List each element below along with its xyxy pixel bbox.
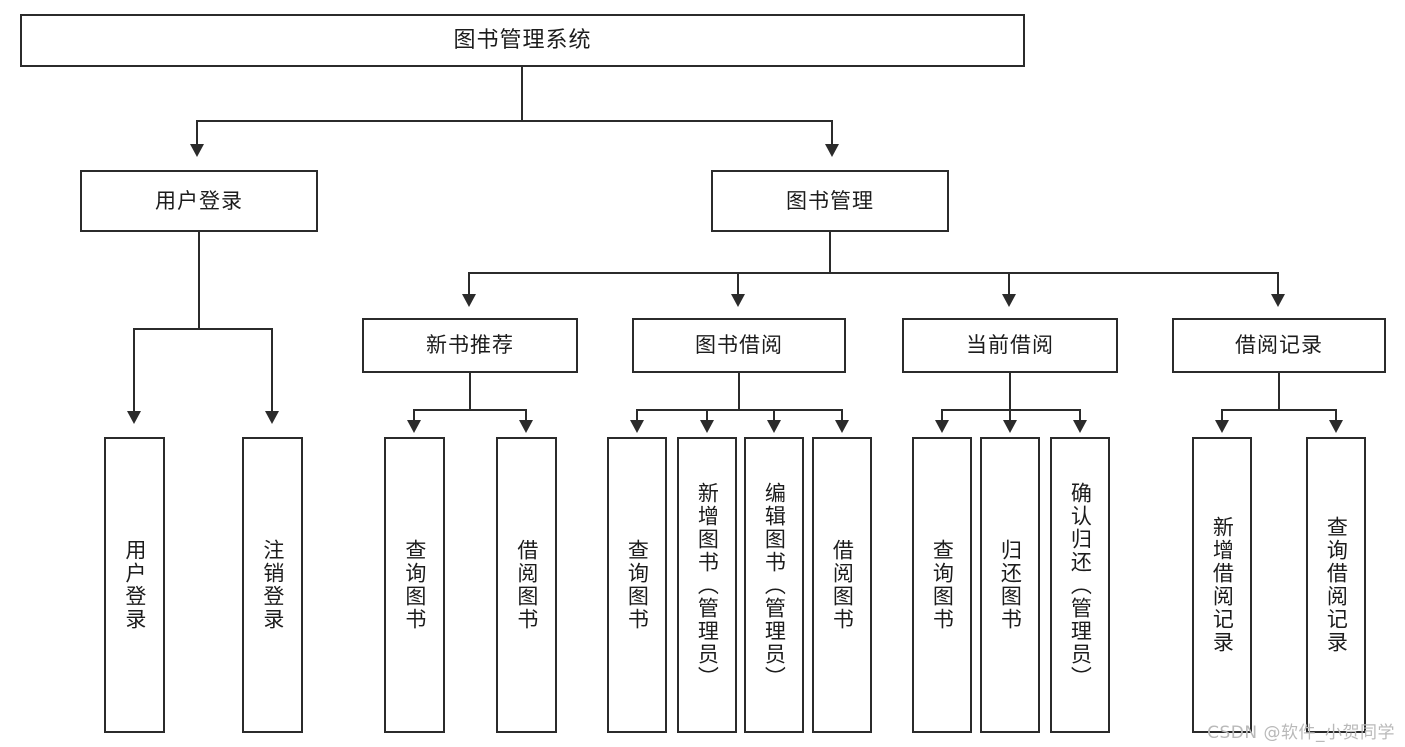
node-label: 归还图书 (998, 539, 1023, 631)
node-label: 借阅记录 (1235, 333, 1323, 358)
connector-borrow-record-drop-2 (1335, 409, 1337, 420)
arrowhead-down-icon (1329, 420, 1343, 433)
node-label: 用户登录 (155, 188, 243, 213)
leaf-new-book-query[interactable]: 查询图书 (384, 437, 445, 733)
leaf-current-borrow-query[interactable]: 查询图书 (912, 437, 972, 733)
arrowhead-down-icon (462, 294, 476, 307)
arrowhead-down-icon (700, 420, 714, 433)
node-label: 查询图书 (402, 539, 427, 631)
node-new-book-recommend[interactable]: 新书推荐 (362, 318, 578, 373)
connector-book-borrow-drop-1 (636, 409, 638, 420)
connector-new-book-drop-1 (413, 409, 415, 420)
node-book-borrow[interactable]: 图书借阅 (632, 318, 846, 373)
arrowhead-down-icon (1002, 294, 1016, 307)
connector-user-login-stem (198, 232, 200, 328)
connector-current-borrow-bus (941, 409, 1081, 411)
arrowhead-down-icon (265, 411, 279, 424)
connector-root-drop-2 (831, 120, 833, 144)
connector-new-book-bus (413, 409, 527, 411)
connector-root-bus (196, 120, 833, 122)
arrowhead-down-icon (407, 420, 421, 433)
connector-book-mgmt-drop-1 (468, 272, 470, 294)
node-label: 查询图书 (625, 539, 650, 631)
leaf-current-borrow-confirm-return[interactable]: 确认归还（管理员） (1050, 437, 1110, 733)
leaf-user-login-login[interactable]: 用户登录 (104, 437, 165, 733)
arrowhead-down-icon (1073, 420, 1087, 433)
connector-current-borrow-drop-3 (1079, 409, 1081, 420)
connector-new-book-drop-2 (525, 409, 527, 420)
node-label: 图书管理系统 (453, 27, 592, 53)
leaf-book-borrow-edit[interactable]: 编辑图书（管理员） (744, 437, 804, 733)
connector-borrow-record-stem (1278, 373, 1280, 409)
node-label: 图书借阅 (695, 333, 783, 358)
connector-book-borrow-drop-3 (773, 409, 775, 420)
node-label: 编辑图书（管理员） (762, 481, 787, 689)
node-root-system[interactable]: 图书管理系统 (20, 14, 1025, 67)
leaf-user-login-logout[interactable]: 注销登录 (242, 437, 303, 733)
arrowhead-down-icon (1271, 294, 1285, 307)
node-label: 借阅图书 (514, 539, 539, 631)
arrowhead-down-icon (127, 411, 141, 424)
connector-current-borrow-drop-2 (1009, 409, 1011, 420)
connector-book-mgmt-drop-2 (737, 272, 739, 294)
connector-book-borrow-drop-4 (841, 409, 843, 420)
node-book-management[interactable]: 图书管理 (711, 170, 949, 232)
node-label: 图书管理 (786, 188, 874, 213)
node-label: 新增借阅记录 (1210, 516, 1235, 654)
leaf-book-borrow-add[interactable]: 新增图书（管理员） (677, 437, 737, 733)
arrowhead-down-icon (767, 420, 781, 433)
leaf-book-borrow-query[interactable]: 查询图书 (607, 437, 667, 733)
connector-book-mgmt-drop-4 (1277, 272, 1279, 294)
arrowhead-down-icon (835, 420, 849, 433)
arrowhead-down-icon (519, 420, 533, 433)
arrowhead-down-icon (935, 420, 949, 433)
leaf-book-borrow-borrow[interactable]: 借阅图书 (812, 437, 872, 733)
arrowhead-down-icon (1215, 420, 1229, 433)
connector-root-stem (521, 67, 523, 120)
arrowhead-down-icon (1003, 420, 1017, 433)
node-label: 查询图书 (930, 539, 955, 631)
connector-user-login-drop-2 (271, 328, 273, 411)
connector-new-book-stem (469, 373, 471, 409)
node-label: 当前借阅 (966, 333, 1054, 358)
leaf-borrow-record-add[interactable]: 新增借阅记录 (1192, 437, 1252, 733)
leaf-new-book-borrow[interactable]: 借阅图书 (496, 437, 557, 733)
arrowhead-down-icon (190, 144, 204, 157)
connector-current-borrow-stem (1009, 373, 1011, 409)
node-user-login[interactable]: 用户登录 (80, 170, 318, 232)
arrowhead-down-icon (731, 294, 745, 307)
connector-book-borrow-stem (738, 373, 740, 409)
connector-user-login-bus (133, 328, 273, 330)
node-borrow-record[interactable]: 借阅记录 (1172, 318, 1386, 373)
leaf-borrow-record-query[interactable]: 查询借阅记录 (1306, 437, 1366, 733)
node-label: 新增图书（管理员） (695, 481, 720, 689)
node-label: 用户登录 (122, 539, 147, 631)
connector-borrow-record-bus (1221, 409, 1337, 411)
connector-book-mgmt-drop-3 (1008, 272, 1010, 294)
connector-root-drop-1 (196, 120, 198, 144)
connector-book-borrow-drop-2 (706, 409, 708, 420)
arrowhead-down-icon (825, 144, 839, 157)
node-label: 注销登录 (260, 539, 285, 631)
arrowhead-down-icon (630, 420, 644, 433)
node-current-borrow[interactable]: 当前借阅 (902, 318, 1118, 373)
connector-current-borrow-drop-1 (941, 409, 943, 420)
connector-user-login-drop-1 (133, 328, 135, 411)
leaf-current-borrow-return[interactable]: 归还图书 (980, 437, 1040, 733)
connector-book-mgmt-stem (829, 232, 831, 272)
connector-book-mgmt-bus (468, 272, 1279, 274)
node-label: 查询借阅记录 (1324, 516, 1349, 654)
node-label: 借阅图书 (830, 539, 855, 631)
node-label: 新书推荐 (426, 333, 514, 358)
connector-borrow-record-drop-1 (1221, 409, 1223, 420)
connector-book-borrow-bus (636, 409, 843, 411)
node-label: 确认归还（管理员） (1068, 481, 1093, 689)
